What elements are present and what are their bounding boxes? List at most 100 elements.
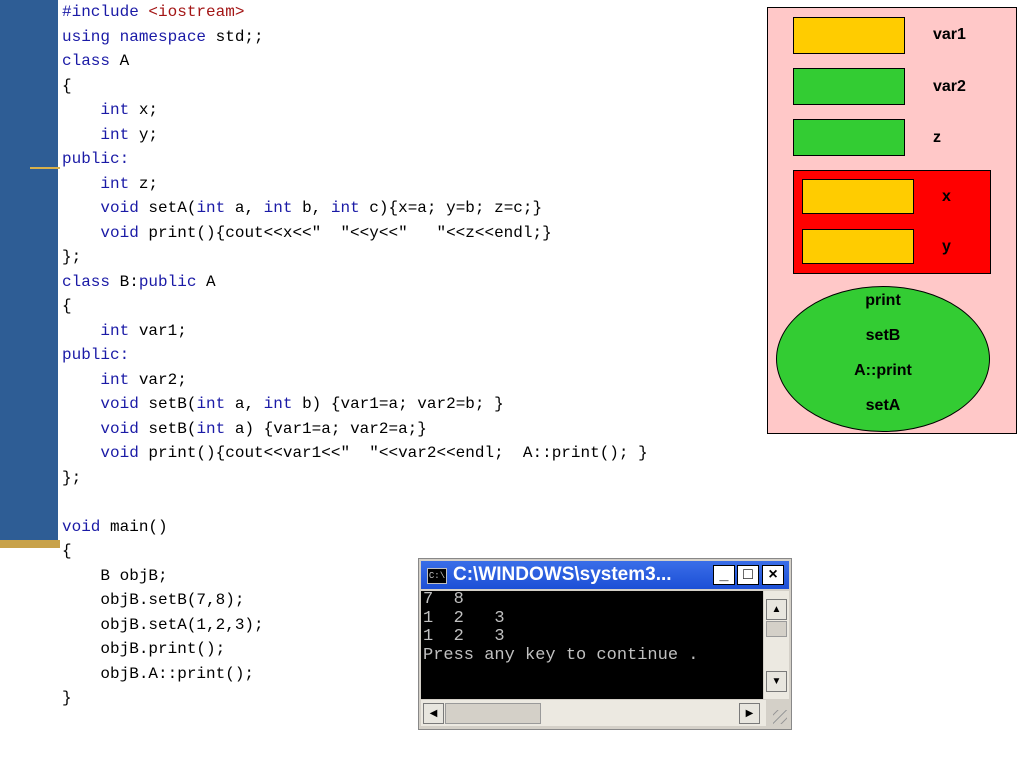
code-token: A [206,272,216,291]
code-line: }; [62,245,648,270]
code-token: c){x=a; y=b; z=c;} [369,199,543,217]
console-line: 1 2 3 [423,608,505,628]
code-token [62,420,100,438]
code-token: print(){cout<<x<<" "<<y<<" "<<z<<endl;} [148,223,552,242]
code-token: int [100,101,139,119]
console-line: 7 8 [423,591,464,609]
method-print-label: print [865,292,901,309]
code-token: int [196,199,235,217]
maximize-button[interactable]: □ [737,565,759,585]
code-token: int [263,395,303,413]
code-line: void print(){cout<<var1<<" "<<var2<<endl… [62,441,648,466]
code-token: void [100,419,149,438]
code-token: a, [234,395,264,413]
code-line: void main() [62,515,648,540]
code-token [62,101,100,119]
code-line: }; [62,466,648,491]
code-token: objB.setB(7,8); [62,591,245,609]
code-token: }; [62,468,82,487]
slide-tick-mark [30,167,60,169]
code-token: int [196,419,235,438]
scroll-left-icon[interactable]: ◀ [423,703,444,724]
code-token: }; [62,248,82,266]
code-token: { [62,76,72,95]
code-token: var1; [138,321,187,340]
code-line: objB.setB(7,8); [62,588,648,613]
code-line: objB.A::print(); [62,662,648,687]
console-titlebar[interactable]: C:\ C:\WINDOWS\system3... _ □ × [421,561,789,589]
memory-diagram: var1 var2 z x y print setB A::print setA [767,7,1017,434]
scroll-right-icon[interactable]: ▶ [739,703,760,724]
method-a-print-label: A::print [854,362,912,379]
horizontal-scrollbar[interactable]: ◀ ▶ [421,700,766,726]
code-token: using namespace [62,27,216,46]
resize-grip-icon[interactable] [766,700,789,726]
close-button[interactable]: × [762,565,784,585]
horizontal-scroll-thumb[interactable] [445,703,541,724]
code-token: public: [62,346,130,364]
vertical-scrollbar[interactable]: ▲ ▼ [764,591,789,699]
code-line: public: [62,147,648,172]
code-token: void [100,223,149,242]
code-token: var2; [138,370,187,389]
code-line: } [62,686,648,711]
code-token: void [100,395,149,413]
code-token: class [62,52,120,70]
code-token: main() [110,517,168,536]
console-line: Press any key to continue . [423,645,699,665]
code-token: setA( [148,199,197,217]
code-token [62,199,100,217]
console-window: C:\ C:\WINDOWS\system3... _ □ × 7 8 1 2 … [418,558,792,730]
code-token [62,395,100,413]
code-line: int var2; [62,368,648,393]
code-token: int [100,321,139,340]
scroll-up-icon[interactable]: ▲ [766,599,787,620]
var1-label: var1 [933,26,966,43]
methods-ellipse: print setB A::print setA [776,286,990,432]
slide-side-bar [0,0,58,540]
console-line: 1 2 3 [423,627,505,646]
code-token: x; [138,101,159,119]
console-title: C:\WINDOWS\system3... [453,564,672,585]
code-token: objB.A::print(); [62,664,255,683]
code-line: void setA(int a, int b, int c){x=a; y=b;… [62,196,648,221]
var1-box [793,17,905,54]
x-box [802,179,914,214]
code-token: objB.setA(1,2,3); [62,615,264,634]
code-line: int y; [62,123,648,148]
var2-label: var2 [933,78,966,95]
code-token: void [62,517,111,536]
scroll-down-icon[interactable]: ▼ [766,671,787,692]
code-token: a) {var1=a; var2=a;} [234,419,427,438]
code-token: print(){cout<<var1<<" "<<var2<<endl; A::… [148,444,648,462]
code-token: B objB; [62,566,168,585]
code-line: int z; [62,172,648,197]
code-token: setB( [148,419,197,438]
code-token: objB.print(); [62,640,226,658]
code-line: class B:public A [62,270,648,295]
code-line: void setB(int a, int b) {var1=a; var2=b;… [62,392,648,417]
code-line: objB.setA(1,2,3); [62,613,648,638]
code-token: int [196,395,235,413]
code-token: int [263,199,303,217]
code-line [62,490,648,515]
code-token: int [100,370,139,389]
minimize-button[interactable]: _ [713,565,735,585]
code-token: int [100,125,139,144]
y-label: y [942,238,951,255]
code-listing: #include <iostream>using namespace std;;… [62,0,648,711]
code-line: class A [62,49,648,74]
method-seta-label: setA [865,397,901,414]
code-token: a, [234,199,264,217]
code-line: { [62,74,648,99]
slide-rule [0,540,60,548]
code-token [62,224,100,242]
code-token: <iostream> [148,3,245,21]
code-token: setB( [148,395,197,413]
console-icon: C:\ [427,568,447,584]
code-token: B: [119,272,139,291]
vertical-scroll-thumb[interactable] [766,621,787,637]
code-token [62,322,100,340]
y-box [802,229,914,264]
code-token: { [62,297,72,315]
